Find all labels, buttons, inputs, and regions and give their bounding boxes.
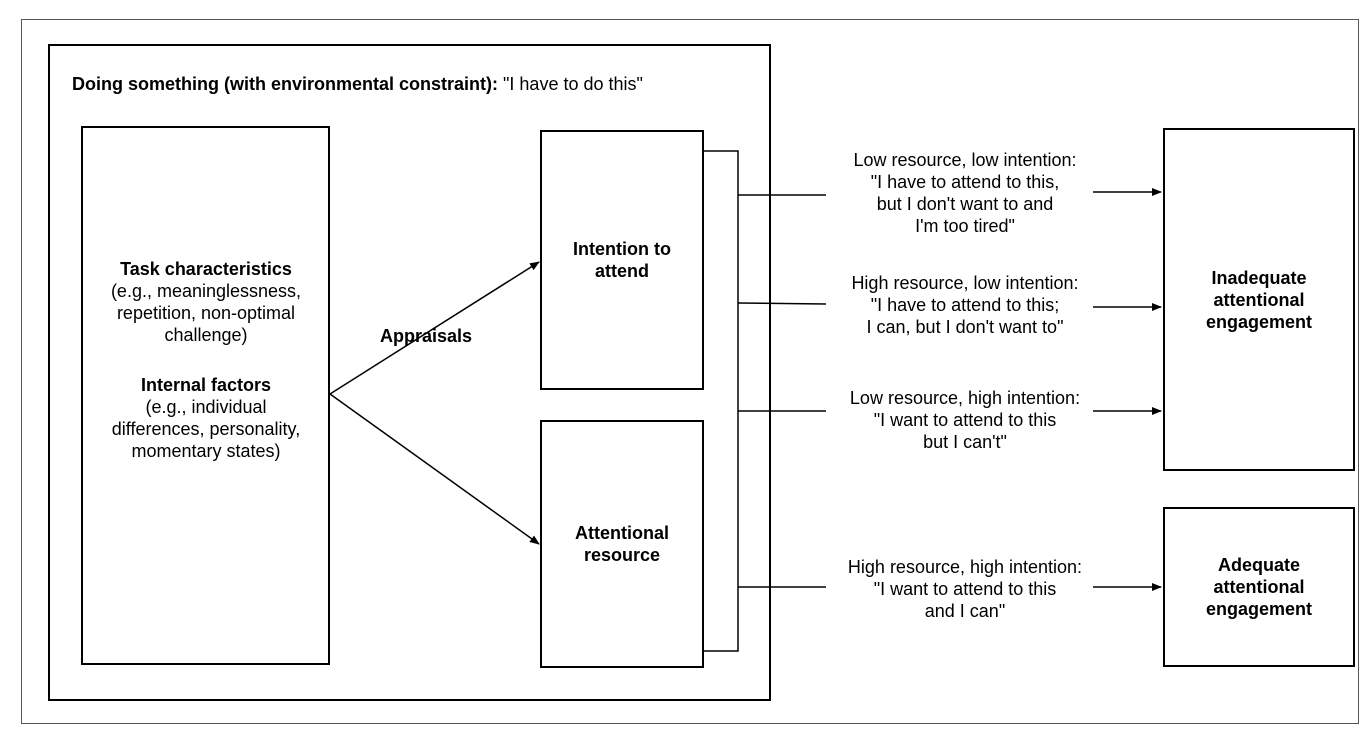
adequate-engagement-box: Adequate attentional engagement — [1163, 507, 1355, 667]
scenario-low-resource-high-intention: Low resource, high intention: "I want to… — [815, 387, 1115, 453]
inadequate-line: Inadequate — [1211, 267, 1307, 288]
factors-text: Task characteristics (e.g., meaninglessn… — [84, 258, 328, 462]
scenario-high-resource-high-intention: High resource, high intention: "I want t… — [815, 556, 1115, 622]
context-title-quote: "I have to do this" — [503, 74, 643, 94]
task-characteristics-heading: Task characteristics — [120, 259, 292, 279]
intention-line: attend — [594, 261, 649, 281]
inadequate-line: engagement — [1205, 311, 1313, 332]
internal-factors-heading: Internal factors — [140, 375, 272, 395]
scenario-line: High resource, low intention: — [851, 273, 1079, 293]
resource-line: resource — [583, 545, 661, 565]
scenario-line: and I can" — [924, 601, 1006, 621]
scenario-line: I'm too tired" — [915, 216, 1015, 236]
resource-line: Attentional — [575, 523, 669, 543]
appraisals-label: Appraisals — [380, 326, 473, 346]
connector-high-low — [737, 302, 827, 305]
factors-box — [81, 126, 330, 665]
inadequate-line: attentional — [1213, 289, 1305, 310]
adequate-line: Adequate — [1217, 555, 1300, 575]
task-line: (e.g., meaninglessness, — [110, 281, 302, 301]
scenario-line: "I have to attend to this; — [870, 295, 1060, 315]
scenario-line: "I have to attend to this, — [870, 172, 1060, 192]
scenario-line: but I don't want to and — [876, 194, 1054, 214]
resource-box: Attentional resource — [540, 420, 704, 668]
scenario-line: High resource, high intention: — [847, 557, 1083, 577]
context-title-bold: Doing something (with environmental cons… — [72, 74, 499, 94]
task-line: repetition, non-optimal — [116, 303, 296, 323]
scenario-line: I can, but I don't want to" — [866, 317, 1064, 337]
internal-line: momentary states) — [131, 441, 281, 461]
appraisal-arrow-to-resource — [329, 393, 540, 545]
internal-line: (e.g., individual — [145, 397, 267, 417]
scenario-line: "I want to attend to this — [873, 579, 1057, 599]
adequate-line: engagement — [1205, 599, 1313, 619]
scenario-high-resource-low-intention: High resource, low intention: "I have to… — [815, 272, 1115, 338]
internal-line: differences, personality, — [111, 419, 301, 439]
scenario-line: Low resource, high intention: — [849, 388, 1081, 408]
scenario-line: "I want to attend to this — [873, 410, 1057, 430]
scenario-low-resource-low-intention: Low resource, low intention: "I have to … — [815, 149, 1115, 237]
inadequate-engagement-box: Inadequate attentional engagement — [1163, 128, 1355, 471]
context-title: Doing something (with environmental cons… — [72, 74, 643, 95]
task-line: challenge) — [164, 325, 248, 345]
appraisal-arrow-to-intention — [329, 261, 540, 395]
scenario-line: Low resource, low intention: — [853, 150, 1077, 170]
scenario-line: but I can't" — [923, 432, 1007, 452]
intention-box: Intention to attend — [540, 130, 704, 390]
bracket-connector — [704, 150, 739, 652]
intention-line: Intention to — [573, 239, 671, 259]
adequate-line: attentional — [1213, 577, 1305, 597]
